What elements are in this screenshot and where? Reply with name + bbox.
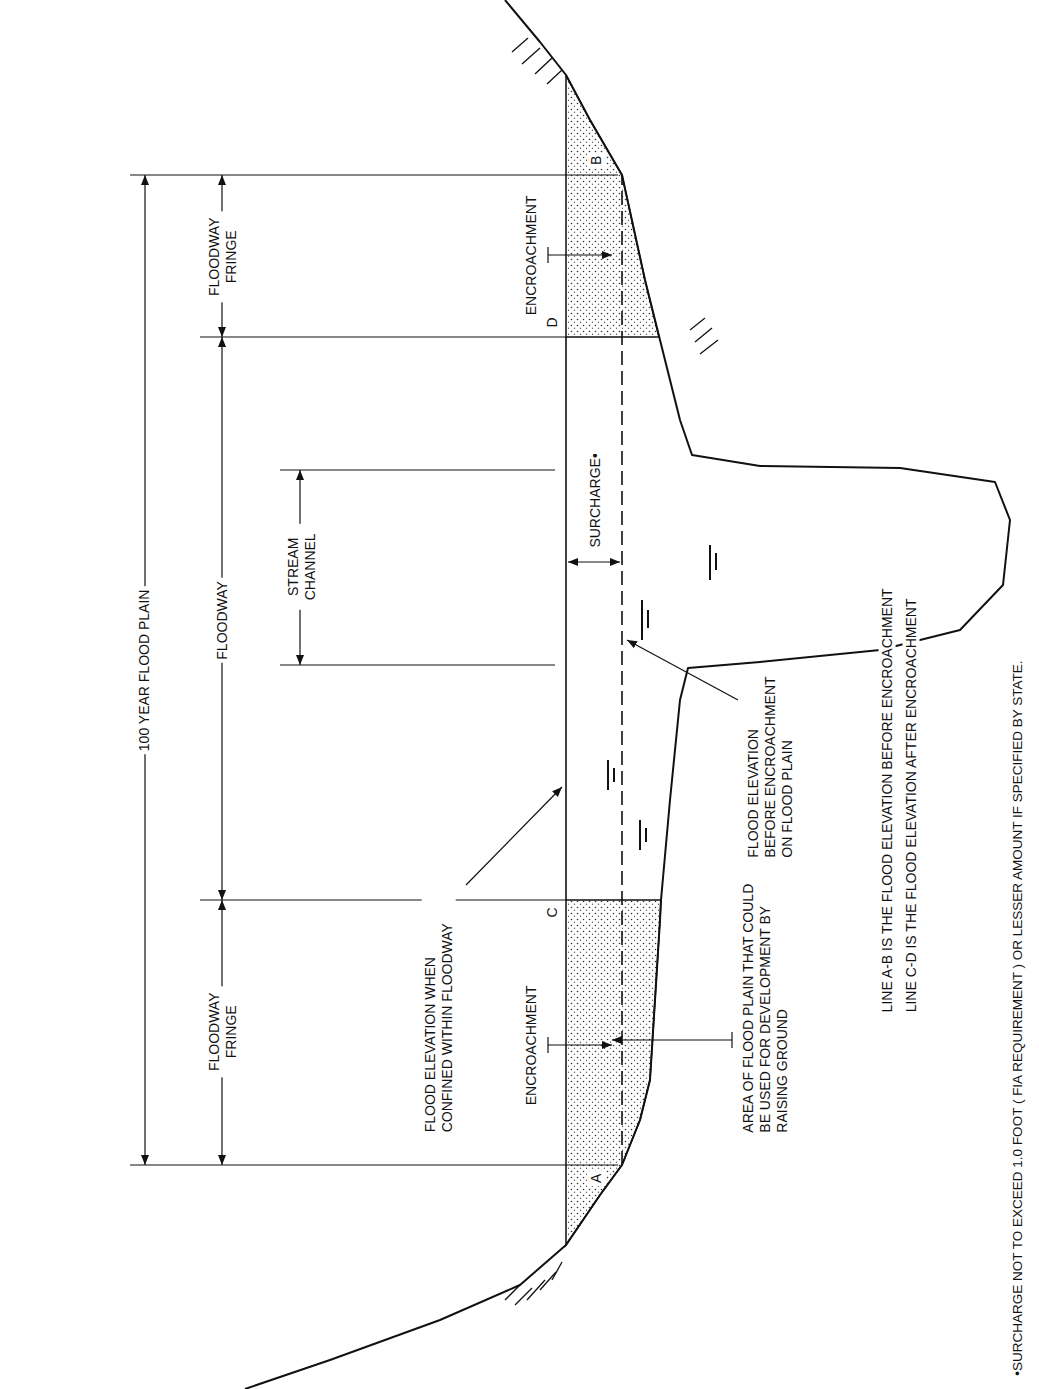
hatch-mark [552,1262,562,1280]
water-mark [647,610,649,628]
leader-line [627,640,738,700]
leader-lines [466,247,738,1053]
callout-label: AREA OF FLOOD PLAIN THAT COULD BE USED F… [740,864,790,1135]
hatch-mark [527,1280,545,1300]
callout-label: FLOOD ELEVATION BEFORE ENCROACHMENT ON F… [745,669,795,860]
hatch-mark [690,318,705,330]
leader-line [548,254,612,255]
leader-line [548,1044,612,1045]
water-mark [645,828,647,842]
callout-label: ENCROACHMENT [523,192,540,318]
leader-line [466,787,562,885]
water-mark [613,768,615,782]
hatch-mark [695,328,712,342]
dimension-lines [145,175,620,1165]
callout-label: FLOOD ELEVATION WHEN CONFINED WITHIN FLO… [421,894,455,1135]
surcharge-label: SURCHARGE• [587,450,604,550]
extension-lines [130,175,618,1165]
point-label: B [588,152,605,167]
rock-hatching [505,38,718,1305]
extension-line [200,336,566,337]
surcharge-arrow [568,561,620,562]
extension-line [130,1164,618,1165]
extension-line [200,899,566,900]
point-label: C [544,904,561,920]
hatch-mark [522,48,540,64]
extension-line [280,664,555,665]
water-mark [715,553,717,570]
hatch-mark [535,58,552,74]
hatch-mark [512,38,528,52]
ground-profile [245,0,1010,1389]
water-mark [607,760,609,790]
footnote-text: •SURCHARGE NOT TO EXCEED 1.0 FOOT ( FIA … [1010,657,1026,1378]
leader-tick [731,1032,732,1048]
leader-tick [547,247,548,263]
point-label: A [588,1170,605,1185]
dimension-label: 100 YEAR FLOOD PLAIN [136,586,153,754]
hatch-mark [547,70,562,84]
dimension-label: FLOODWAY [213,578,230,663]
water-mark [641,600,643,640]
point-label: D [544,314,561,330]
note-text: LINE C-D IS THE FLOOD ELEVATION AFTER EN… [903,595,920,1015]
leader-line [612,1039,732,1040]
encroachment-fill [566,75,659,337]
note-text: LINE A-B IS THE FLOOD ELEVATION BEFORE E… [879,585,896,1015]
water-mark [709,545,711,580]
flood-elevation-after [565,337,567,900]
callout-label: ENCROACHMENT [523,982,540,1108]
hatch-mark [700,340,718,354]
dimension-label: FLOODWAY FRINGE [205,211,239,302]
water-marks [608,545,716,850]
hatch-mark [505,1285,520,1300]
hatch-mark [540,1272,556,1290]
dimension-label: FLOODWAY FRINGE [205,986,239,1077]
extension-line [280,469,555,470]
encroachment-fill [566,900,661,1245]
leader-tick [547,1037,548,1053]
water-mark [639,820,641,850]
flood-elevation-before [621,175,623,1165]
extension-line [130,174,618,175]
dimension-label: STREAM CHANNEL [285,524,319,610]
